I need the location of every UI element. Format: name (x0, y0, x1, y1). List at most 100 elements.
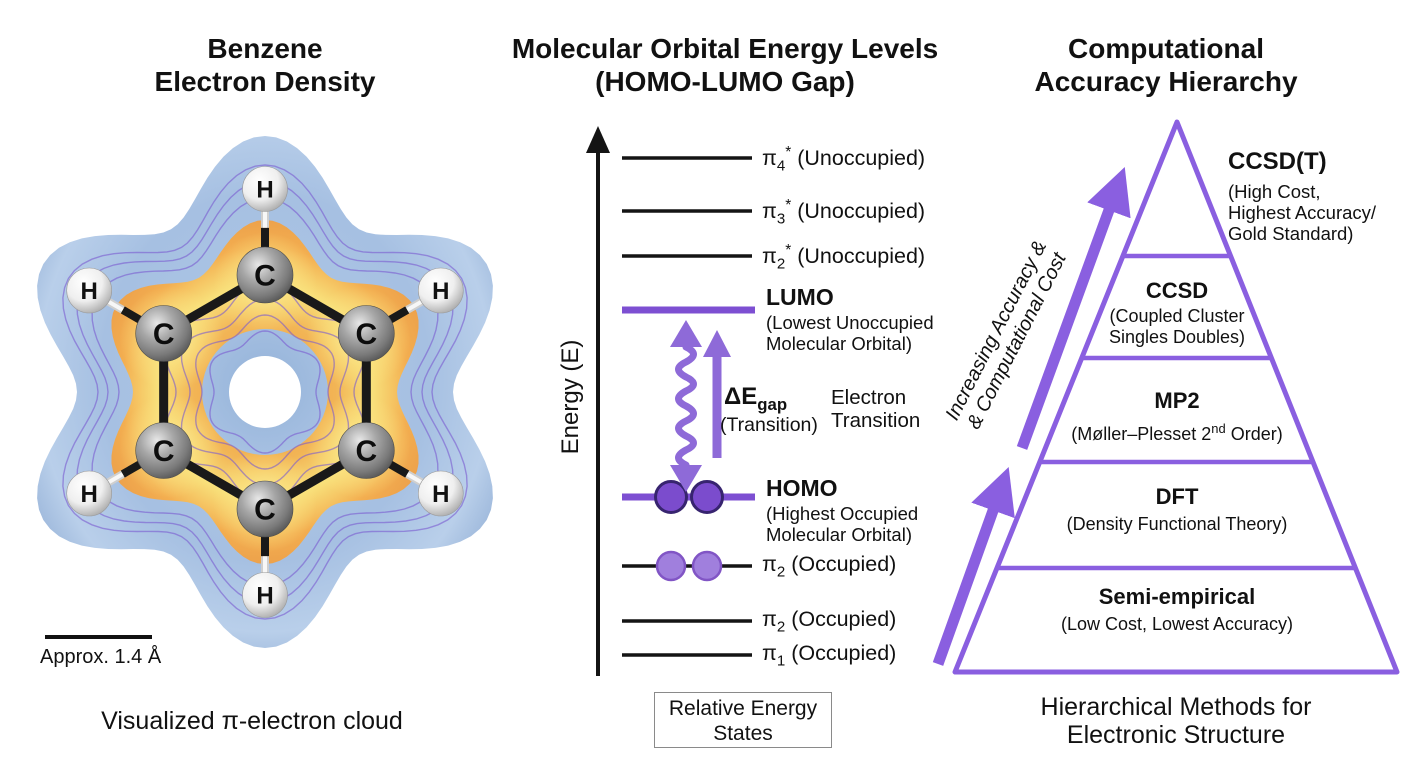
density-contour (209, 330, 321, 454)
pyramid-outline (952, 119, 1400, 675)
carbon-atom-label: C (153, 435, 175, 468)
energy-axis-arrowhead (586, 126, 610, 153)
hydrogen-atom (66, 470, 112, 517)
homo-electron (654, 480, 688, 514)
electron-transition-note-line2: Transition (831, 409, 921, 432)
hydrogen-atom-label: H (256, 583, 273, 610)
hydrogen-atom-label: H (432, 481, 449, 508)
gap-transition-label: (Transition) (720, 414, 818, 436)
tier-desc-line: (Coupled Cluster (1109, 306, 1245, 326)
tier-desc-line: (Density Functional Theory) (1066, 514, 1288, 534)
energy-level-label: π3* (Unoccupied) (762, 197, 926, 228)
relative-energy-states-box: Relative Energy States (654, 692, 832, 748)
electron-transition-note: Electron Transition (831, 386, 920, 432)
right-caption-line2: Electronic Structure (1066, 721, 1286, 749)
wavy-arrow-down-head (670, 465, 702, 492)
hydrogen-atom (242, 572, 288, 618)
lumo-desc-line1: (Lowest Unoccupied (766, 312, 934, 333)
tier-name-dft: DFT (1155, 484, 1199, 509)
middle-panel-title-line2: (HOMO-LUMO Gap) (595, 66, 855, 97)
ccsdt-description: (High Cost,Highest Accuracy/Gold Standar… (1228, 181, 1376, 244)
carbon-atom-label: C (355, 435, 377, 468)
middle-panel-title-line1: Molecular Orbital Energy Levels (511, 33, 939, 64)
carbon-atom (337, 422, 395, 479)
lumo-desc-line2: Molecular Orbital) (766, 333, 912, 354)
tier-desc-line: Singles Doubles) (1108, 327, 1246, 347)
lumo-label: LUMO (766, 284, 834, 310)
hydrogen-atom-label: H (432, 278, 449, 305)
tier-name-mp2: MP2 (1154, 388, 1200, 413)
energy-axis-label: Energy (E) (557, 339, 584, 455)
tier-name-semi-empirical: Semi-empirical (1098, 584, 1256, 609)
scale-bar-label: Approx. 1.4 Å (40, 646, 162, 668)
right-panel-title-line2: Accuracy Hierarchy (1034, 66, 1298, 97)
ccsdt-label: CCSD(T) (1228, 148, 1327, 175)
ccsdt-desc-line: Highest Accuracy/ (1228, 202, 1377, 223)
left-panel-title: Benzene Electron Density (65, 32, 465, 98)
electron-transition-note-line1: Electron (831, 386, 907, 409)
accuracy-pyramid (932, 119, 1400, 675)
carbon-atom-label: C (355, 318, 377, 351)
homo-description: (Highest Occupied Molecular Orbital) (766, 503, 918, 545)
hydrogen-atom (242, 166, 288, 212)
carbon-atom-label: C (254, 260, 276, 293)
hydrogen-atom (417, 470, 464, 517)
accuracy-arrow-lower (932, 466, 1015, 666)
carbon-atom (135, 305, 192, 362)
middle-panel-title: Molecular Orbital Energy Levels (HOMO-LU… (495, 32, 955, 98)
lumo-description: (Lowest Unoccupied Molecular Orbital) (766, 312, 934, 354)
density-contour (91, 197, 439, 587)
electron-pair (691, 550, 723, 582)
carbon-atom (337, 305, 395, 362)
hydrogen-atom-label: H (81, 481, 98, 508)
tier-desc-line: (Low Cost, Lowest Accuracy) (1060, 614, 1294, 634)
energy-diagram (586, 126, 755, 676)
density-contour (180, 298, 350, 486)
wavy-transition-arrow (675, 343, 697, 469)
accuracy-arrow-upper (1016, 166, 1131, 450)
hydrogen-atom (417, 267, 464, 314)
ccsdt-desc-line: (High Cost, (1228, 181, 1321, 202)
carbon-atom-label: C (254, 494, 276, 527)
left-panel-title-line1: Benzene (207, 33, 323, 64)
carbon-atom (236, 246, 294, 304)
carbon-atom-label: C (153, 318, 175, 351)
hydrogen-atom-label: H (256, 177, 273, 204)
right-caption-line1: Hierarchical Methods for (1040, 693, 1312, 721)
density-contour (163, 278, 367, 506)
hydrogen-atom (66, 267, 112, 314)
tier-name-ccsd: CCSD (1145, 278, 1209, 303)
energy-level-label: π2* (Unoccupied) (762, 242, 926, 273)
right-panel-title: Computational Accuracy Hierarchy (966, 32, 1366, 98)
right-panel-caption: Hierarchical Methods for Electronic Stru… (976, 693, 1376, 749)
tier-desc-mp2: (Møller–Plesset 2nd Order) (1071, 418, 1282, 445)
wavy-arrow-up-head (670, 320, 702, 347)
homo-electron (690, 480, 724, 514)
electron-pair (655, 550, 687, 582)
left-panel-caption: Visualized π-electron cloud (101, 707, 403, 735)
legend-line1: Relative Energy (668, 697, 818, 720)
ccsdt-desc-line: Gold Standard) (1228, 223, 1354, 244)
legend-line2: States (713, 722, 773, 745)
benzene-electron-density: H H H H H H C C C C C C (37, 136, 493, 648)
density-contour (195, 314, 335, 470)
energy-level-label: π2 (Occupied) (762, 607, 897, 636)
center-hole (229, 356, 301, 428)
tier-desc-dft: (Density Functional Theory) (1067, 514, 1288, 535)
energy-level-label: π1 (Occupied) (762, 641, 897, 670)
left-panel-title-line2: Electron Density (154, 66, 376, 97)
energy-level-label: π2 (Occupied) (762, 552, 897, 581)
energy-level-label: π4* (Unoccupied) (762, 144, 926, 175)
hydrogen-atom-label: H (81, 278, 98, 305)
homo-label: HOMO (766, 475, 838, 501)
homo-desc-line2: Molecular Orbital) (766, 524, 912, 545)
electron-transition-arrowhead (703, 330, 731, 357)
carbon-atom (135, 422, 192, 479)
delta-e-gap-label: ΔEgap (724, 383, 788, 414)
tier-desc-semi-empirical: (Low Cost, Lowest Accuracy) (1061, 614, 1293, 635)
density-contour (76, 180, 454, 604)
homo-desc-line1: (Highest Occupied (766, 503, 919, 524)
